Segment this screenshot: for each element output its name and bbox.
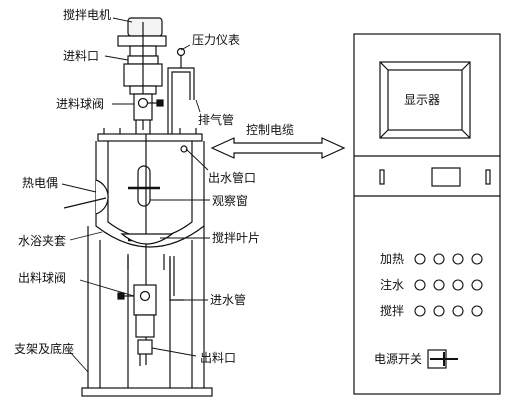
label-motor: 搅拌电机 [63, 7, 111, 22]
indicator-light [433, 305, 445, 317]
water-jacket-wall [95, 141, 205, 248]
indicator-lights [414, 253, 483, 317]
indicator-light [433, 253, 445, 265]
control-cable-arrow [210, 137, 346, 159]
label-discharge: 出料口 [200, 351, 236, 365]
label-impeller: 搅拌叶片 [212, 230, 260, 245]
label-sight-window: 观察窗 [212, 194, 248, 208]
indicator-light [471, 305, 483, 317]
leader-lines [61, 17, 210, 373]
label-display: 显示器 [404, 93, 440, 107]
thermocouple [63, 179, 109, 215]
label-exhaust-pipe: 排气管 [198, 112, 234, 127]
top-flange [97, 128, 203, 142]
indicator-light [452, 279, 464, 291]
indicator-light [471, 253, 483, 265]
indicator-light [471, 279, 483, 291]
indicator-light [452, 305, 464, 317]
display-screen [379, 61, 471, 139]
support-frame [81, 226, 213, 397]
water-inlet-pipe [169, 256, 184, 301]
outlet-ball-valve [117, 284, 157, 366]
water-outlet-port [180, 145, 188, 153]
label-water-jacket: 水浴夹套 [18, 234, 66, 248]
indicator-light [414, 253, 426, 265]
label-outlet-valve: 出料球阀 [18, 271, 66, 285]
impeller-blade [120, 233, 174, 245]
sight-window [137, 165, 151, 207]
indicator-light [452, 253, 464, 265]
label-control-cable: 控制电缆 [246, 123, 294, 137]
indicator-light [414, 279, 426, 291]
pressure-gauge [167, 47, 195, 134]
label-water-inlet: 进水管 [210, 292, 246, 307]
label-water-outlet: 出水管口 [208, 170, 256, 185]
panel-mid-indicators [379, 167, 491, 187]
panel-row-label: 注水 [380, 277, 404, 292]
label-pressure-gauge: 压力仪表 [192, 33, 240, 47]
panel-row-label: 搅拌 [380, 303, 404, 318]
power-switch[interactable] [427, 349, 458, 369]
indicator-light [433, 279, 445, 291]
panel-row-label: 加热 [380, 252, 404, 266]
label-inlet: 进料口 [63, 49, 99, 63]
stirring-motor [117, 17, 167, 57]
label-frame-base: 支架及底座 [14, 341, 74, 356]
label-power-switch: 电源开关 [374, 352, 422, 366]
feed-ball-valve [133, 93, 164, 134]
indicator-light [414, 305, 426, 317]
label-inlet-valve: 进料球阀 [56, 97, 104, 111]
label-thermocouple: 热电偶 [22, 176, 58, 190]
